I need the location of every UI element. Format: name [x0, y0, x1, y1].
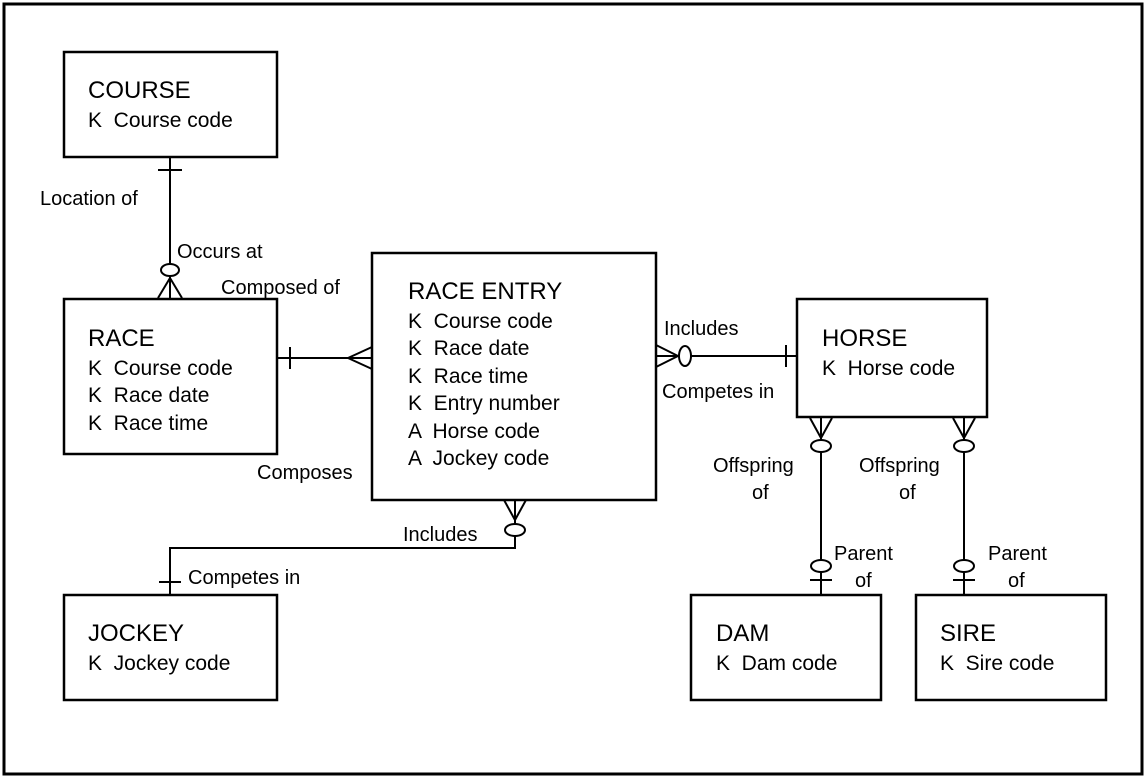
- rel-label-dam-parent-of: of: [855, 570, 872, 592]
- rel-label-sire-offspring-of: of: [899, 482, 916, 504]
- crows-foot-symbol: [820, 417, 833, 439]
- rel-label-dam-offspring: Offspring: [713, 455, 794, 477]
- rel-label-sire-parent: Parent: [988, 543, 1047, 565]
- rel-label-competes-in-jockey: Competes in: [188, 567, 300, 589]
- optional-circle-symbol: [953, 439, 975, 453]
- rel-label-sire-offspring: Offspring: [859, 455, 940, 477]
- entity-attribute: K Jockey code: [88, 652, 230, 675]
- crows-foot-symbol: [157, 277, 171, 299]
- entity-attribute: K Race time: [88, 412, 208, 435]
- rel-label-occurs-at: Occurs at: [177, 241, 263, 263]
- entity-attribute: K Race time: [408, 365, 528, 388]
- rel-label-dam-parent: Parent: [834, 543, 893, 565]
- entity-course: COURSE K Course code: [62, 50, 279, 159]
- entity-attribute: K Sire code: [940, 652, 1054, 675]
- optional-circle-symbol: [810, 439, 832, 453]
- optional-circle-symbol: [504, 523, 526, 537]
- rel-label-dam-offspring-of: of: [752, 482, 769, 504]
- crows-foot-symbol: [952, 417, 965, 439]
- rel-label-includes-jockey: Includes: [403, 524, 478, 546]
- crows-foot-symbol: [503, 499, 516, 521]
- entity-dam: DAM K Dam code: [689, 593, 883, 702]
- rel-label-composed-of: Composed of: [221, 277, 340, 299]
- entity-attribute: K Race date: [408, 337, 529, 360]
- entity-race-entry: RACE ENTRY K Course code K Race date K R…: [370, 251, 658, 502]
- optional-circle-symbol: [678, 345, 692, 367]
- crows-foot-symbol: [514, 499, 527, 521]
- entity-attribute: K Course code: [88, 109, 233, 132]
- crows-foot-symbol: [655, 344, 679, 357]
- crows-foot-symbol: [963, 417, 976, 439]
- optional-circle-symbol: [810, 559, 832, 573]
- rel-label-sire-parent-of: of: [1008, 570, 1025, 592]
- entity-attribute: A Horse code: [408, 420, 540, 443]
- rel-label-location-of: Location of: [40, 188, 138, 210]
- crows-foot-symbol: [655, 355, 679, 368]
- entity-title: SIRE: [940, 620, 996, 647]
- entity-attribute: K Course code: [88, 357, 233, 380]
- entity-title: HORSE: [822, 325, 907, 352]
- optional-circle-symbol: [953, 559, 975, 573]
- entity-title: JOCKEY: [88, 620, 184, 647]
- rel-label-competes-in-horse: Competes in: [662, 381, 774, 403]
- rel-label-composes: Composes: [257, 462, 353, 484]
- crows-foot-symbol: [169, 277, 183, 299]
- entity-race: RACE K Course code K Race date K Race ti…: [62, 297, 279, 456]
- entity-title: DAM: [716, 620, 769, 647]
- entity-attribute: A Jockey code: [408, 447, 549, 470]
- crows-foot-symbol: [347, 346, 373, 359]
- entity-title: RACE: [88, 325, 155, 352]
- rel-label-includes-horse: Includes: [664, 318, 739, 340]
- entity-attribute: K Course code: [408, 310, 553, 333]
- optional-circle-symbol: [160, 263, 180, 277]
- entity-attribute: K Horse code: [822, 357, 955, 380]
- entity-jockey: JOCKEY K Jockey code: [62, 593, 279, 702]
- entity-attribute: K Race date: [88, 384, 209, 407]
- entity-horse: HORSE K Horse code: [795, 297, 989, 419]
- entity-attribute: K Dam code: [716, 652, 837, 675]
- crows-foot-symbol: [347, 357, 373, 370]
- entity-attribute: K Entry number: [408, 392, 560, 415]
- entity-title: RACE ENTRY: [408, 278, 562, 305]
- crows-foot-symbol: [809, 417, 822, 439]
- entity-sire: SIRE K Sire code: [914, 593, 1108, 702]
- entity-title: COURSE: [88, 77, 191, 104]
